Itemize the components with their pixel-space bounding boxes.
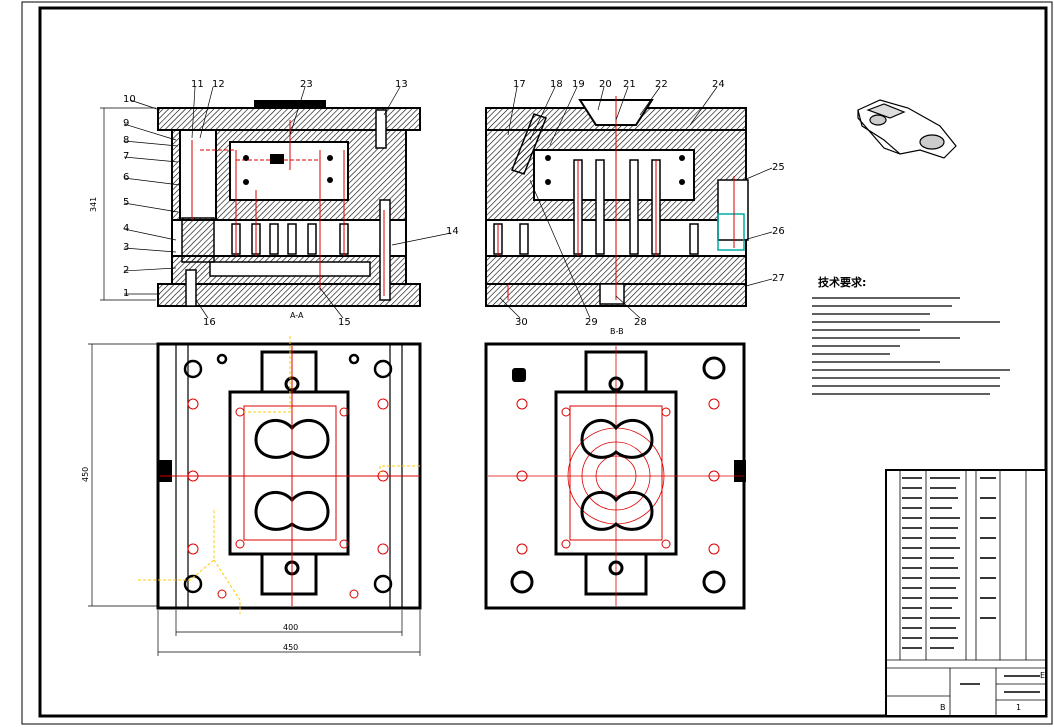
- dim-450-horizontal: 450: [283, 643, 298, 652]
- label-1: 1: [123, 288, 129, 299]
- label-30: 30: [515, 317, 528, 328]
- label-9: 9: [123, 118, 129, 129]
- technical-requirements: 技术要求:: [812, 275, 1010, 395]
- label-14: 14: [446, 226, 459, 237]
- label-20: 20: [599, 79, 612, 90]
- label-6: 6: [123, 172, 129, 183]
- title-block: B E 1: [885, 469, 1047, 717]
- inner-border: [38, 6, 1048, 718]
- label-3: 3: [123, 242, 129, 253]
- label-8: 8: [123, 135, 129, 146]
- label-23: 23: [300, 79, 313, 90]
- label-19: 19: [572, 79, 585, 90]
- label-16: 16: [203, 317, 216, 328]
- label-13: 13: [395, 79, 408, 90]
- label-27: 27: [772, 273, 785, 284]
- plan-view-right: [484, 342, 746, 610]
- label-11: 11: [191, 79, 204, 90]
- section-view-left: [100, 86, 452, 319]
- label-22: 22: [655, 79, 668, 90]
- dim-400: 400: [283, 623, 298, 632]
- tech-req-title: 技术要求:: [818, 275, 866, 289]
- outer-border: [21, 1, 1053, 725]
- dim-341: 341: [89, 197, 98, 212]
- label-24: 24: [712, 79, 725, 90]
- label-18: 18: [550, 79, 563, 90]
- label-2: 2: [123, 265, 129, 276]
- label-17: 17: [513, 79, 526, 90]
- title-tag-e: E: [1040, 671, 1045, 680]
- dim-450-vertical: 450: [81, 467, 90, 482]
- label-7: 7: [123, 151, 129, 162]
- section-view-right: [485, 86, 773, 319]
- label-15: 15: [338, 317, 351, 328]
- plan-view-left: 450 400 450: [81, 336, 422, 656]
- part-labels-left: 10 9 8 7 6 5 4 3 2 1 11 12 23 13 14 15 1…: [89, 79, 459, 328]
- label-4: 4: [123, 223, 129, 234]
- label-29: 29: [585, 317, 598, 328]
- label-5: 5: [123, 197, 129, 208]
- part-labels-right: 17 18 19 20 21 22 24 25 26 27 28 29 30: [513, 79, 785, 328]
- title-tag-b: B: [940, 703, 946, 712]
- label-21: 21: [623, 79, 636, 90]
- label-12: 12: [212, 79, 225, 90]
- label-25: 25: [772, 162, 785, 173]
- section-mark-b: B-B: [610, 327, 624, 336]
- section-marks: A-A B-B: [290, 311, 624, 336]
- section-mark-a: A-A: [290, 311, 304, 320]
- label-28: 28: [634, 317, 647, 328]
- part-3d-sketch: [857, 99, 957, 159]
- label-10: 10: [123, 94, 136, 105]
- sheet-number: 1: [1016, 703, 1021, 712]
- label-26: 26: [772, 226, 785, 237]
